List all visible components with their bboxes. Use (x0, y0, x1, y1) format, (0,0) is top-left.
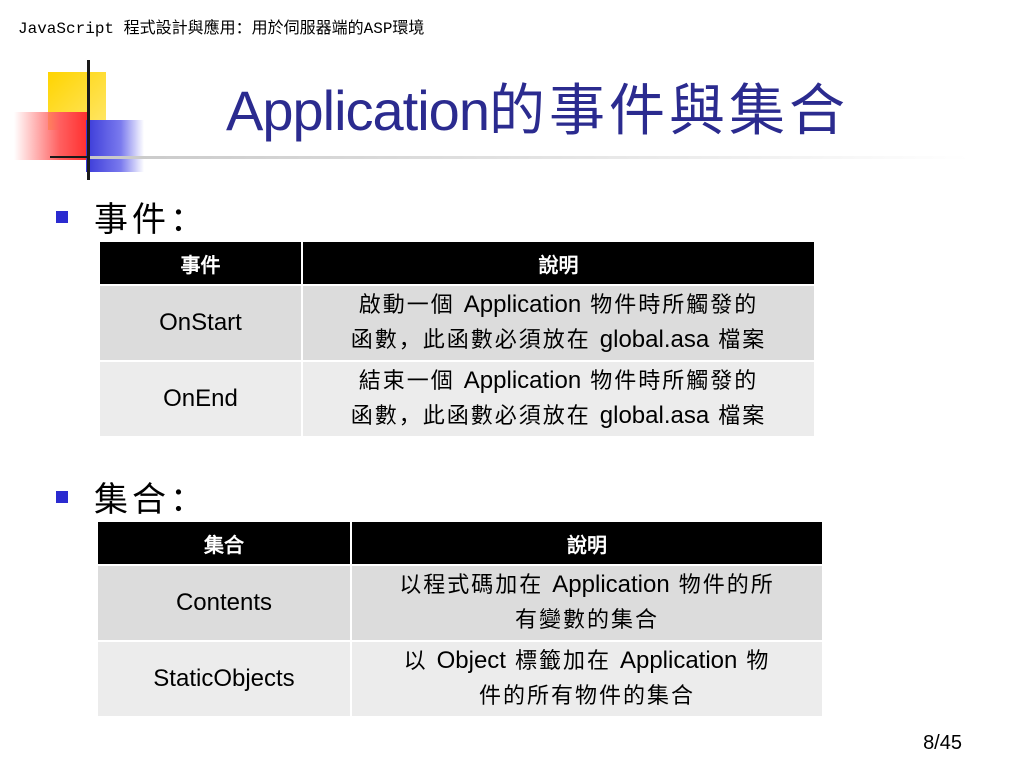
column-header: 說明 (301, 240, 816, 286)
table-row: OnStart 啟動一個 Application 物件時所觸發的 函數，此函數必… (98, 284, 816, 362)
description-line: 有變數的集合 (362, 603, 812, 638)
logo-vertical-line (87, 60, 90, 180)
title-divider (90, 156, 970, 159)
description-line: 件的所有物件的集合 (362, 679, 812, 714)
description-text: 函數，此函數必須放在 (350, 404, 600, 429)
description-text: 物件時所觸發的 (581, 293, 759, 318)
events-bullet-label: 事件： (94, 200, 208, 240)
description-text: 檔案 (709, 328, 767, 353)
bullet-square-icon (56, 210, 68, 223)
description-keyword: Object (436, 647, 506, 674)
event-name: OnStart (98, 284, 303, 362)
description-keyword: global.asa (599, 402, 710, 429)
events-table-header: 事件 說明 (98, 240, 816, 286)
slide-title-latin: Application (226, 79, 490, 142)
event-description: 結束一個 Application 物件時所觸發的 函數，此函數必須放在 glob… (301, 360, 816, 438)
event-description: 啟動一個 Application 物件時所觸發的 函數，此函數必須放在 glob… (301, 284, 816, 362)
collections-table: 集合 說明 Contents 以程式碼加在 Application 物件的所 有… (96, 520, 824, 718)
column-header: 集合 (96, 520, 352, 566)
description-text: 物件時所觸發的 (581, 369, 759, 394)
collections-bullet-label: 集合： (94, 480, 208, 520)
table-row: OnEnd 結束一個 Application 物件時所觸發的 函數，此函數必須放… (98, 360, 816, 438)
table-row: StaticObjects 以 Object 標籤加在 Application … (96, 640, 824, 718)
collection-description: 以 Object 標籤加在 Application 物 件的所有物件的集合 (350, 640, 824, 718)
description-text: 標籤加在 (505, 649, 620, 674)
table-row: Contents 以程式碼加在 Application 物件的所 有變數的集合 (96, 564, 824, 642)
decorative-logo-icon (0, 60, 160, 180)
collection-name: Contents (96, 564, 352, 642)
description-keyword: global.asa (599, 326, 710, 353)
description-line: 函數，此函數必須放在 global.asa 檔案 (313, 399, 804, 434)
description-line: 函數，此函數必須放在 global.asa 檔案 (313, 323, 804, 358)
column-header: 事件 (98, 240, 303, 286)
description-keyword: Application (463, 367, 582, 394)
description-text: 物 (737, 649, 771, 674)
description-text: 函數，此函數必須放在 (350, 328, 600, 353)
page-number: 8/45 (923, 732, 962, 754)
events-table: 事件 說明 OnStart 啟動一個 Application 物件時所觸發的 函… (98, 240, 816, 438)
events-bullet: 事件： (56, 192, 208, 241)
logo-red-square (14, 112, 90, 160)
description-text: 件的所有物件的集合 (478, 684, 695, 709)
slide-title-cjk: 的事件與集合 (488, 79, 849, 144)
description-text: 有變數的集合 (514, 608, 659, 633)
collection-name: StaticObjects (96, 640, 352, 718)
collection-description: 以程式碼加在 Application 物件的所 有變數的集合 (350, 564, 824, 642)
logo-blue-square (86, 120, 144, 172)
description-text: 以程式碼加在 (399, 573, 553, 598)
collections-table-header: 集合 說明 (96, 520, 824, 566)
description-text: 以 (403, 649, 437, 674)
event-name: OnEnd (98, 360, 303, 438)
description-line: 以程式碼加在 Application 物件的所 (362, 568, 812, 603)
description-keyword: Application (552, 571, 670, 598)
bullet-square-icon (56, 490, 68, 503)
description-text: 結束一個 (358, 369, 464, 394)
description-line: 啟動一個 Application 物件時所觸發的 (313, 288, 804, 323)
slide-title: Application的事件與集合 (226, 66, 849, 147)
description-line: 以 Object 標籤加在 Application 物 (362, 644, 812, 679)
description-keyword: Application (463, 291, 582, 318)
description-text: 物件的所 (669, 573, 775, 598)
collections-bullet: 集合： (56, 472, 208, 521)
column-header: 說明 (350, 520, 824, 566)
description-text: 檔案 (709, 404, 767, 429)
description-text: 啟動一個 (358, 293, 464, 318)
course-header: JavaScript 程式設計與應用：用於伺服器端的ASP環境 (18, 20, 425, 38)
description-line: 結束一個 Application 物件時所觸發的 (313, 364, 804, 399)
description-keyword: Application (619, 647, 738, 674)
